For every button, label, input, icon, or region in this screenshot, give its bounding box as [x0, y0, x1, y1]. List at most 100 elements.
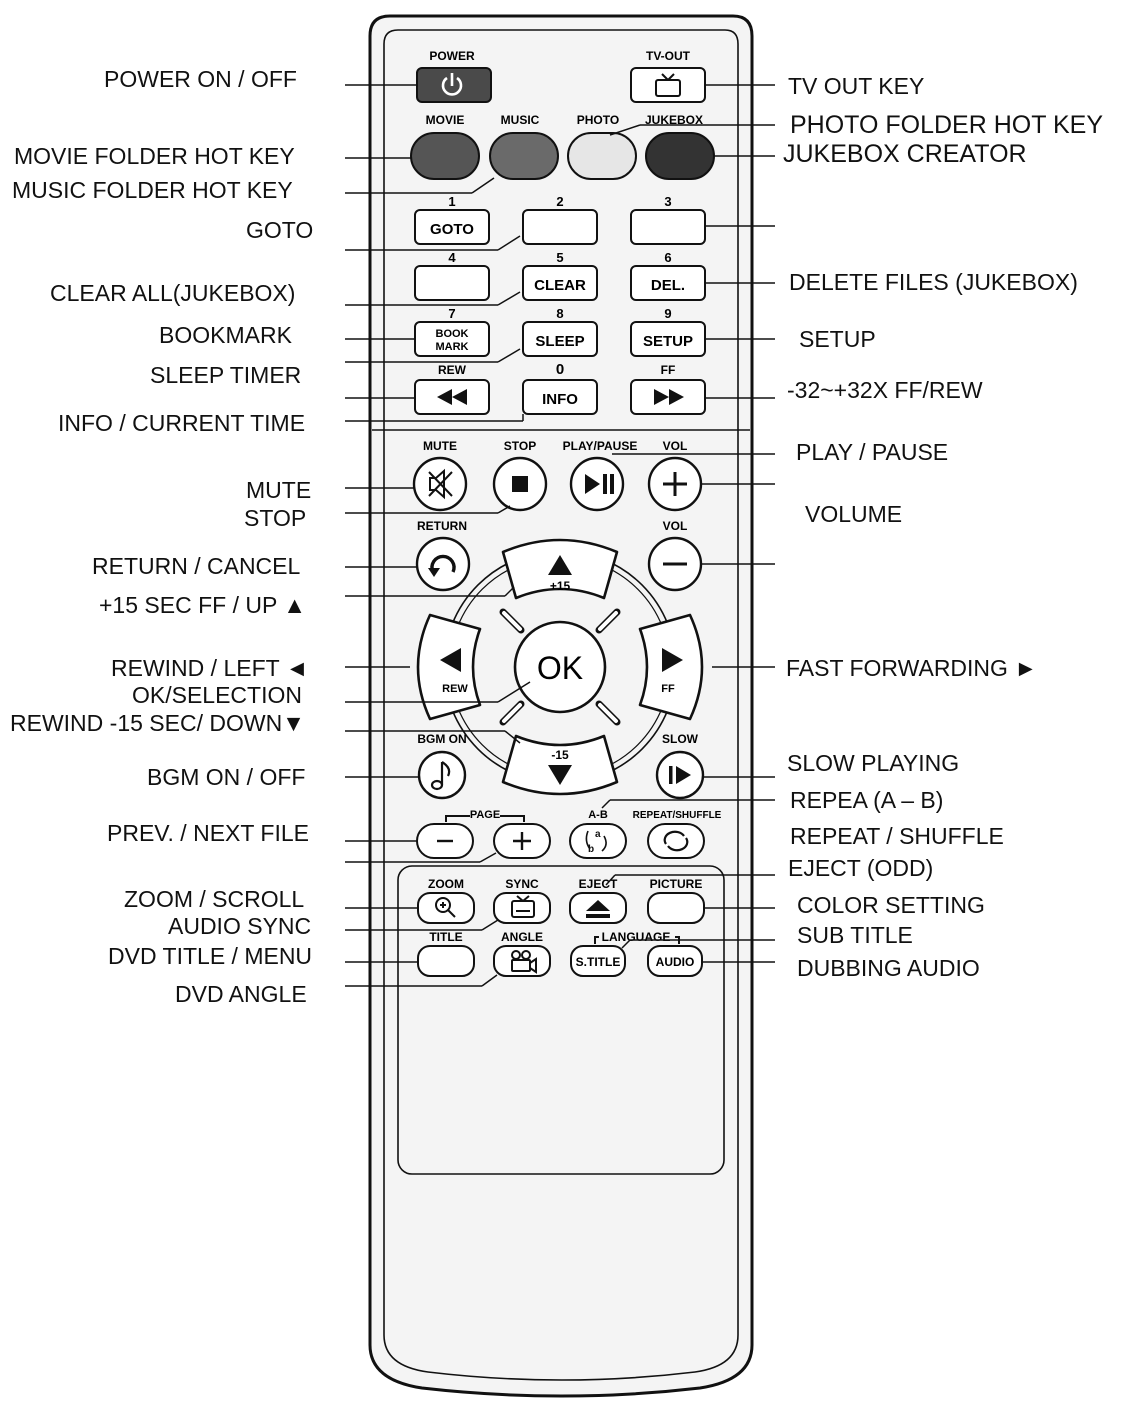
- number-1-label: 1: [448, 194, 455, 209]
- svg-text:b: b: [588, 844, 594, 855]
- callout-right: FAST FORWARDING ►: [786, 655, 1038, 681]
- zoom-key-label: ZOOM: [428, 877, 464, 891]
- fast-forward-icon: [654, 389, 684, 405]
- page-bracket: [445, 815, 525, 822]
- play-pause-key-label: PLAY/PAUSE: [563, 439, 638, 453]
- callout-left: REWIND / LEFT ◄: [111, 655, 309, 681]
- callout-bookmark: BOOKMARK: [159, 322, 292, 348]
- info-button-label: INFO: [542, 391, 578, 408]
- plus-icon: [513, 832, 531, 850]
- callout-movie: MOVIE FOLDER HOT KEY: [14, 143, 295, 169]
- sync-button[interactable]: [493, 892, 551, 924]
- callout-audio-sync: AUDIO SYNC: [168, 913, 312, 939]
- callout-sleep: SLEEP TIMER: [150, 362, 302, 388]
- callout-ok: OK/SELECTION: [132, 682, 302, 708]
- music-button[interactable]: [489, 132, 559, 180]
- left-button[interactable]: [416, 613, 482, 721]
- return-button[interactable]: [415, 536, 471, 592]
- callout-angle: DVD ANGLE: [175, 981, 307, 1007]
- callout-play-pause: PLAY / PAUSE: [796, 439, 949, 465]
- music-note-icon: [430, 761, 451, 791]
- down-arrow-icon: [548, 765, 572, 785]
- picture-button[interactable]: [647, 892, 705, 924]
- bookmark-button-label-top: BOOK: [436, 328, 469, 340]
- slow-key-label: SLOW: [662, 732, 699, 746]
- callout-down: REWIND -15 SEC/ DOWN▼: [10, 710, 305, 736]
- a-b-repeat-button[interactable]: [569, 823, 627, 859]
- callout-power: POWER ON / OFF: [104, 66, 297, 92]
- bgm-on-key-label: BGM ON: [417, 732, 466, 746]
- callout-clear-all: CLEAR ALL(JUKEBOX): [50, 280, 296, 306]
- return-icon: [428, 554, 456, 577]
- tv-icon: [655, 73, 681, 97]
- jukebox-button[interactable]: [645, 132, 715, 180]
- camera-icon: [511, 950, 537, 974]
- mute-icon: [428, 468, 453, 500]
- callout-jukebox: JUKEBOX CREATOR: [783, 140, 1027, 168]
- callout-stop: STOP: [244, 505, 307, 531]
- number-2-button[interactable]: [522, 209, 598, 245]
- leader-lines: [345, 84, 775, 987]
- callout-sub-title: SUB TITLE: [797, 922, 913, 948]
- ok-button[interactable]: [513, 620, 607, 714]
- eject-icon: [586, 900, 610, 918]
- play-pause-icon: [585, 474, 614, 494]
- page-key-label: PAGE: [470, 809, 500, 821]
- bookmark-button-label-bottom: MARK: [436, 341, 469, 353]
- vol-down-key-label: VOL: [663, 519, 688, 533]
- repeat-shuffle-key-label: REPEAT/SHUFFLE: [633, 810, 722, 821]
- callout-photo: PHOTO FOLDER HOT KEY: [790, 111, 1104, 139]
- callout-slow: SLOW PLAYING: [787, 750, 960, 776]
- repeat-shuffle-button[interactable]: [647, 823, 705, 859]
- a-b-key-label: A-B: [588, 809, 608, 821]
- plus-icon: [663, 472, 687, 496]
- movie-button[interactable]: [410, 132, 480, 180]
- picture-key-label: PICTURE: [650, 877, 703, 891]
- sleep-button[interactable]: [522, 321, 598, 357]
- info-button[interactable]: [522, 379, 598, 415]
- vol-up-key-label: VOL: [663, 439, 688, 453]
- number-6-label: 6: [664, 250, 671, 265]
- clear-button-label: CLEAR: [534, 277, 586, 294]
- subtitle-button[interactable]: [570, 945, 626, 977]
- photo-key-label: PHOTO: [577, 113, 619, 127]
- callout-ab: REPEA (A – B): [790, 787, 944, 813]
- title-button[interactable]: [417, 945, 475, 977]
- power-button[interactable]: [416, 67, 492, 103]
- zoom-button[interactable]: [417, 892, 475, 924]
- callout-setup: SETUP: [799, 326, 876, 352]
- mute-key-label: MUTE: [423, 439, 457, 453]
- number-4-button[interactable]: [414, 265, 490, 301]
- audio-button[interactable]: [647, 945, 703, 977]
- nav-rew-label: REW: [442, 683, 468, 695]
- number-5-label: 5: [556, 250, 563, 265]
- callout-up: +15 SEC FF / UP ▲: [99, 592, 307, 618]
- remote-body-inner: [383, 29, 739, 1381]
- right-button[interactable]: [638, 613, 704, 721]
- number-3-button[interactable]: [630, 209, 706, 245]
- photo-button[interactable]: [567, 132, 637, 180]
- callout-dubbing: DUBBING AUDIO: [797, 955, 980, 981]
- callout-color: COLOR SETTING: [797, 892, 985, 918]
- a-b-repeat-icon: ab: [585, 829, 607, 855]
- number-4-label: 4: [448, 250, 456, 265]
- power-key-label: POWER: [429, 49, 475, 63]
- nav-ff-label: FF: [661, 683, 675, 695]
- callout-ff-rew: -32~+32X FF/REW: [787, 377, 983, 403]
- jukebox-key-label: JUKEBOX: [645, 113, 703, 127]
- goto-button[interactable]: [414, 209, 490, 245]
- sync-key-label: SYNC: [505, 877, 539, 891]
- subtitle-button-label: S.TITLE: [576, 955, 621, 969]
- down-button[interactable]: [501, 734, 619, 796]
- number-0-label: 0: [556, 361, 564, 378]
- goto-button-label: GOTO: [430, 221, 474, 238]
- clear-button[interactable]: [522, 265, 598, 301]
- ok-button-label: OK: [537, 650, 583, 686]
- callout-goto: GOTO: [246, 217, 314, 243]
- return-key-label: RETURN: [417, 519, 467, 533]
- nav-ring-ticks-fill: [502, 611, 618, 723]
- callout-prev-next: PREV. / NEXT FILE: [107, 820, 309, 846]
- setup-button-label: SETUP: [643, 333, 693, 350]
